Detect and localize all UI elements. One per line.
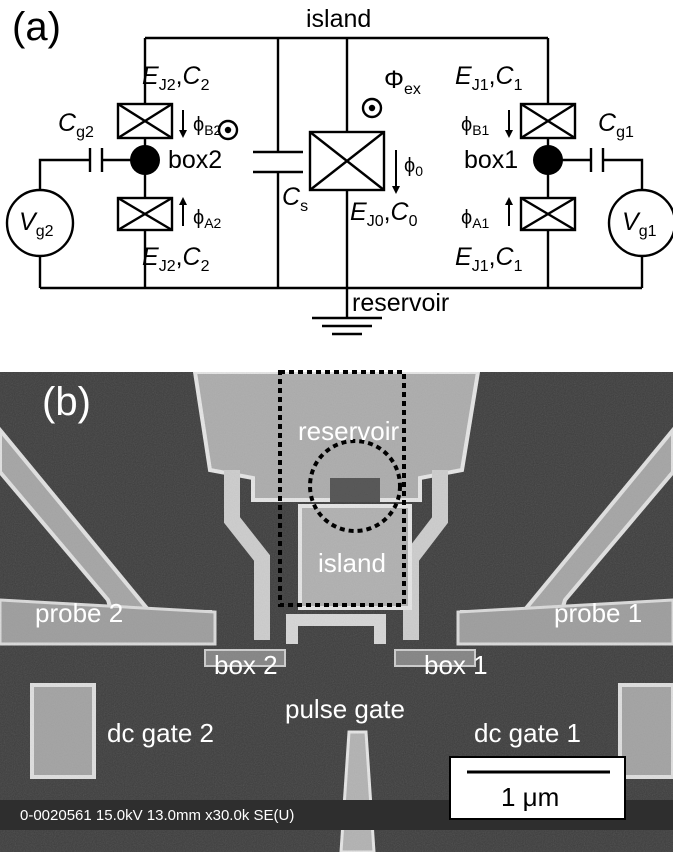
junction-right-bottom bbox=[519, 196, 577, 232]
panel-a-label: (a) bbox=[12, 5, 61, 49]
dc-gate-2-pad bbox=[30, 683, 96, 779]
box-2-pad bbox=[204, 649, 286, 667]
left-bottom-junction-params: EJ2,C2 bbox=[142, 243, 210, 275]
left-top-junction-params: EJ2,C2 bbox=[142, 62, 210, 94]
flux-label: Φex bbox=[384, 66, 421, 98]
reservoir-dotted-box bbox=[278, 370, 406, 607]
junction-left-top bbox=[116, 102, 174, 140]
panel-b-label: (b) bbox=[42, 380, 91, 424]
junction-right-top bbox=[519, 102, 577, 140]
left-source-wire-top bbox=[38, 158, 90, 190]
junction-left-bottom bbox=[116, 196, 174, 232]
vg1-source-circle bbox=[607, 188, 673, 258]
box2-label: box2 bbox=[168, 146, 222, 174]
phi-b1-label: ϕB1 bbox=[461, 114, 490, 138]
island-lower-connector bbox=[286, 614, 386, 644]
panel-b-sem: (b) reservoir island probe 2 probe 1 box… bbox=[0, 370, 673, 852]
panel-a-circuit bbox=[5, 36, 673, 336]
island-label: island bbox=[306, 5, 371, 33]
vg1-label: Vg1 bbox=[622, 208, 657, 240]
flux-dot-center bbox=[368, 104, 376, 112]
reservoir-label: reservoir bbox=[352, 289, 449, 317]
dc-gate-1-label: dc gate 1 bbox=[474, 718, 581, 748]
box-2-label: box 2 bbox=[214, 650, 278, 680]
pulse-gate-label: pulse gate bbox=[285, 694, 405, 724]
flux-symbol-left bbox=[217, 119, 239, 141]
cg1-label: Cg1 bbox=[598, 109, 634, 141]
probe-2-horizontal bbox=[0, 598, 217, 646]
cs-label: Cs bbox=[282, 183, 308, 215]
island-sem-label: island bbox=[318, 548, 386, 578]
junction-center bbox=[308, 130, 386, 192]
sem-info-text: 0-0020561 15.0kV 13.0mm x30.0k SE(U) bbox=[20, 807, 294, 824]
phi-b2-label: ϕB2 bbox=[193, 114, 222, 138]
cg2-label: Cg2 bbox=[58, 109, 94, 141]
reservoir-sem-label: reservoir bbox=[298, 416, 399, 446]
box2-node bbox=[130, 145, 160, 175]
island-pad bbox=[298, 504, 412, 610]
junction-dotted-circle bbox=[308, 439, 402, 533]
sem-structures bbox=[0, 370, 673, 852]
phi-a2-label: ϕA2 bbox=[193, 207, 222, 231]
dc-gate-2-label: dc gate 2 bbox=[107, 718, 214, 748]
panel-a-text: (a) island reservoir EJ2,C2 EJ2,C2 ϕB2 ϕ… bbox=[12, 5, 657, 317]
phi-0-label: ϕ0 bbox=[404, 155, 423, 179]
right-bottom-junction-params: EJ1,C1 bbox=[455, 243, 523, 275]
center-junction-params: EJ0,C0 bbox=[350, 198, 418, 230]
phi-a1-label: ϕA1 bbox=[461, 207, 490, 231]
right-top-junction-params: EJ1,C1 bbox=[455, 62, 523, 94]
flux-dot-left bbox=[224, 126, 232, 134]
center-junction-notch bbox=[330, 478, 380, 502]
flux-symbol-center bbox=[361, 97, 383, 119]
vg2-label: Vg2 bbox=[19, 208, 54, 240]
probe-1-label: probe 1 bbox=[554, 598, 642, 628]
vg2-source-circle bbox=[5, 188, 75, 258]
box1-node bbox=[533, 145, 563, 175]
probe-2-label: probe 2 bbox=[35, 598, 123, 628]
scale-bar-box bbox=[449, 756, 626, 820]
right-source-wire-top bbox=[603, 158, 644, 190]
box-1-label: box 1 bbox=[424, 650, 488, 680]
box1-label: box1 bbox=[464, 146, 518, 174]
dc-gate-1-pad bbox=[618, 683, 673, 779]
left-arm bbox=[224, 470, 270, 640]
scale-bar-label: 1 μm bbox=[501, 782, 559, 812]
box-1-pad bbox=[394, 649, 476, 667]
probe-1-horizontal bbox=[456, 598, 673, 646]
